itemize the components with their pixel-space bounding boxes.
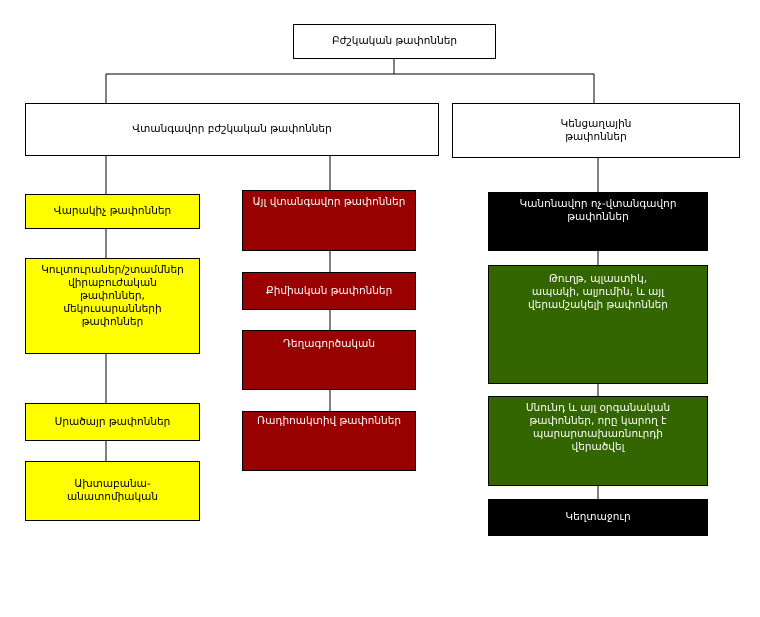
infectious-waste-node: Վարակիչ թափոններ (25, 194, 200, 229)
cultures-waste-node: Կուլտուրաներ/շտամմներ վիրաբուժական թափոն… (25, 258, 200, 354)
other-hazardous-node: Այլ վտանգավոր թափոններ (242, 190, 416, 251)
hazardous-node: Վտանգավոր բժշկական թափոններ (25, 103, 439, 156)
organic-waste-node: Սնունդ և այլ օրգանական թափոններ, որը կար… (488, 396, 708, 486)
sharps-waste-node: Սրածայր թափոններ (25, 403, 200, 441)
wastewater-node: Կեղտաջուր (488, 499, 708, 536)
chemical-waste-node: Քիմիական թափոններ (242, 272, 416, 310)
pathological-waste-node: Ախտաբանա- անատոմիական (25, 461, 200, 521)
household-node: Կենցաղային թափոններ (452, 103, 740, 158)
radioactive-waste-node: Ռադիոակտիվ թափոններ (242, 411, 416, 471)
pharmaceutical-node: Դեղագործական (242, 330, 416, 390)
root-label: Բժշկական թափոններ (331, 35, 458, 47)
root-node: Բժշկական թափոններ (293, 24, 496, 59)
household-label: Կենցաղային թափոններ (560, 117, 632, 143)
regular-nonhazardous-node: Կանոնավոր ոչ-վտանգավոր թափոններ (488, 192, 708, 251)
hazardous-label: Վտանգավոր բժշկական թափոններ (132, 123, 332, 135)
recyclables-node: Թուղթ, պլաստիկ, ապակի, ալյումին, և այլ վ… (488, 265, 708, 384)
